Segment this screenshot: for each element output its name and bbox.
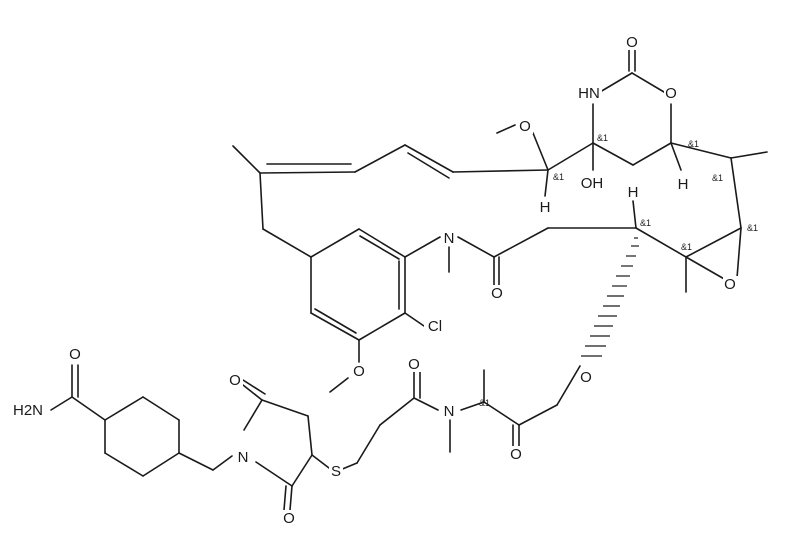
stereo-label: &1 xyxy=(597,133,608,143)
atom-O-epoxide: O xyxy=(724,276,736,293)
atom-Cl: Cl xyxy=(428,318,442,335)
atom-O-propanoyl: O xyxy=(408,356,420,373)
stereo-label: &1 xyxy=(688,139,699,149)
atom-O-ester-carbonyl: O xyxy=(510,446,522,463)
atom-O-aryl-methoxy: O xyxy=(353,363,365,380)
atom-O-ring: O xyxy=(665,85,677,102)
bonds xyxy=(50,47,768,511)
atom-OH: OH xyxy=(581,175,604,192)
atom-NH2: H2N xyxy=(13,402,43,419)
stereo-label: &1 xyxy=(712,173,723,183)
hashed-wedge xyxy=(581,237,639,357)
atom-O-imide-top: O xyxy=(229,372,241,389)
atom-labels: O HN O O OH H H H N Cl O O O O O N O H2N xyxy=(12,34,738,527)
stereo-label: &1 xyxy=(681,242,692,252)
atom-O-lactam: O xyxy=(491,285,503,302)
atom-H-c10: H xyxy=(540,199,551,216)
stereo-label: &1 xyxy=(479,398,490,408)
stereo-label: &1 xyxy=(640,218,651,228)
stereo-label: &1 xyxy=(747,223,758,233)
atom-O-carboxamide: O xyxy=(69,346,81,363)
atom-O-ester: O xyxy=(580,369,592,386)
atom-S: S xyxy=(331,463,341,480)
atom-O-imide-bottom: O xyxy=(283,510,295,527)
atom-NH: HN xyxy=(578,85,600,102)
atom-N-imide: N xyxy=(238,449,249,466)
atom-N-amide: N xyxy=(444,230,455,247)
stereo-labels: &1 &1 &1 &1 &1 &1 &1 &1 xyxy=(479,133,758,408)
atom-O-carbonyl: O xyxy=(626,34,638,51)
stereo-label: &1 xyxy=(553,172,564,182)
atom-N-methylamide: N xyxy=(444,403,455,420)
atom-O-methoxy: O xyxy=(519,118,531,135)
atom-H-c13: H xyxy=(678,176,689,193)
atom-H-c7: H xyxy=(628,184,639,201)
